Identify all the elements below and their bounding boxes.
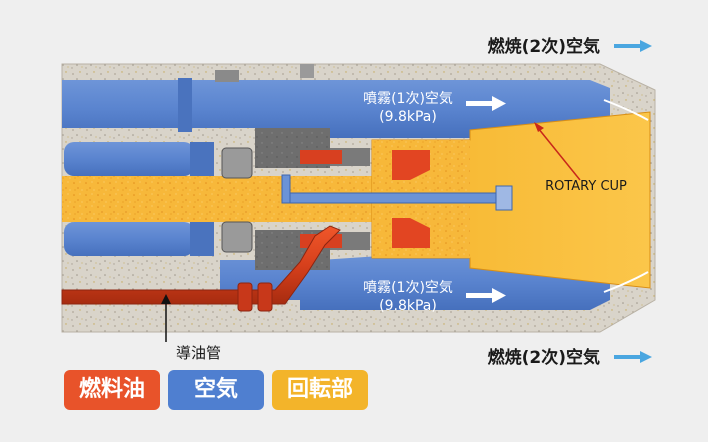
primary-air-pressure-bottom: (9.8kPa) [379, 298, 437, 314]
secondary-air-label-bottom: 燃焼(2次)空気 [488, 347, 600, 368]
secondary-air-arrow-bottom [614, 351, 652, 363]
oil-pipe [61, 225, 341, 305]
legend-rotating-part: 回転部 [272, 370, 368, 410]
top-air-duct [62, 80, 610, 138]
legend-air: 空気 [168, 370, 264, 410]
cup-fuel-part-bottom [392, 218, 430, 248]
primary-air-label-bottom: 噴霧(1次)空気 [363, 280, 453, 296]
primary-air-pressure-top: (9.8kPa) [379, 109, 437, 125]
oil-pipe-label: 導油管 [176, 344, 221, 362]
rotary-cup-label: ROTARY CUP [545, 179, 627, 194]
center-air-tube [287, 192, 499, 204]
secondary-air-arrow-top [614, 40, 652, 52]
legend-fuel-oil: 燃料油 [64, 370, 160, 410]
primary-air-label-top: 噴霧(1次)空気 [363, 91, 453, 107]
oil-pipe-pointer [161, 294, 171, 342]
motor-body-bottom [64, 222, 194, 256]
primary-air-arrow-bottom [466, 288, 506, 303]
motor-body-top [64, 142, 194, 176]
cup-fuel-part-top [392, 150, 430, 180]
secondary-air-label-top: 燃焼(2次)空気 [488, 36, 600, 57]
bolt-top [215, 70, 239, 82]
primary-air-arrow-top [466, 96, 506, 111]
rotary-cup-pointer [534, 122, 581, 181]
